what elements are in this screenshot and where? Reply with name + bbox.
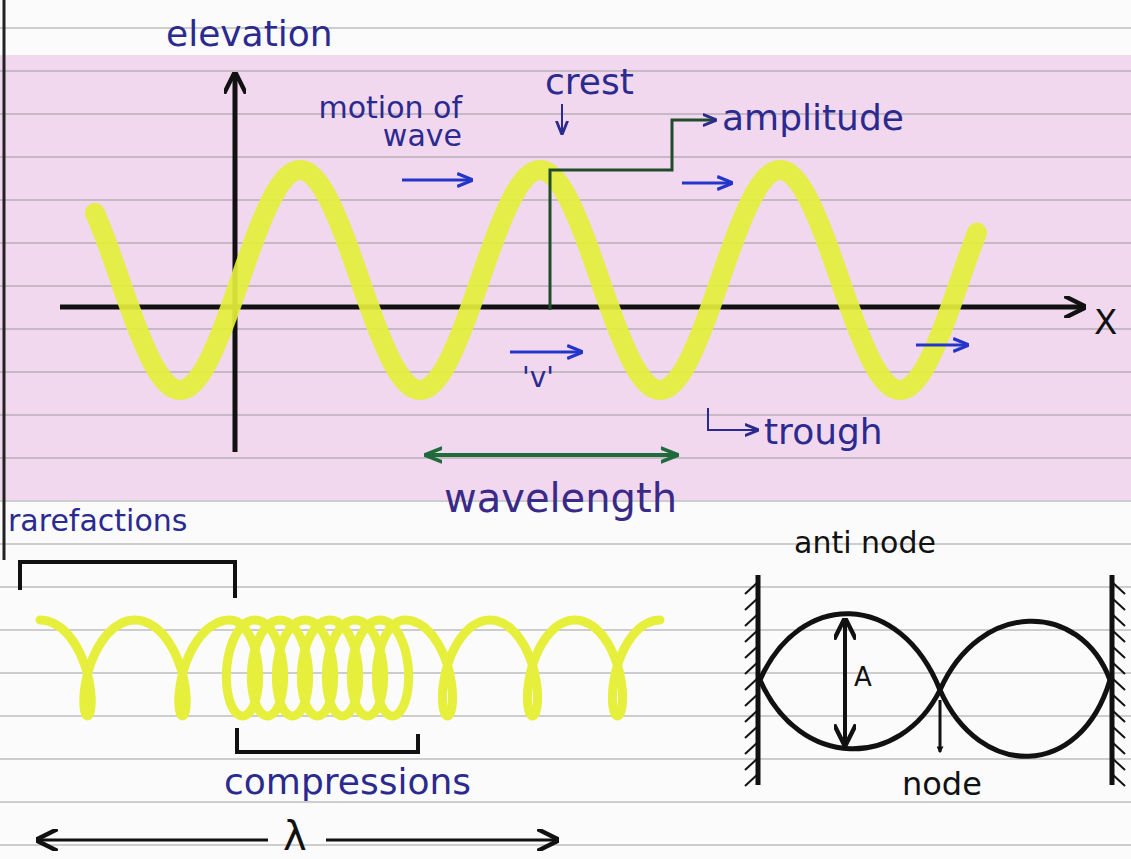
- ruled-line: [0, 242, 1131, 244]
- lambda-symbol: λ: [283, 816, 307, 856]
- ruled-line: [0, 715, 1131, 717]
- trough-pointer: [708, 408, 756, 430]
- compression-label: compressions: [224, 764, 471, 800]
- axis-label: elevation: [166, 16, 333, 52]
- amplitude-symbol: A: [854, 664, 872, 690]
- spring-coil: [40, 620, 660, 716]
- highlight-band: [0, 55, 1131, 500]
- ruled-line: [0, 156, 1131, 158]
- standing-wave: [760, 621, 1110, 749]
- velocity-arrow: [510, 351, 580, 354]
- right-wall: [1112, 575, 1125, 786]
- ruled-line: [0, 672, 1131, 674]
- wavelength-arrow: [428, 453, 675, 457]
- amplitude-label: amplitude: [722, 100, 904, 136]
- trough-label: trough: [764, 414, 883, 450]
- ruled-line: [0, 457, 1131, 459]
- lambda-arrow: [40, 839, 268, 842]
- node-label: node: [902, 768, 982, 800]
- motion-arrow: [682, 182, 730, 185]
- ruled-lines: [0, 28, 1131, 845]
- x-axis: [60, 305, 1082, 310]
- ruled-line: [0, 543, 1131, 545]
- crest-pointer: [561, 104, 563, 132]
- rarefaction-label: rarefactions: [8, 506, 187, 536]
- transverse-wave: [95, 170, 977, 390]
- ruled-line: [0, 629, 1131, 631]
- standing-wave: [760, 614, 1110, 757]
- antinode-label: anti node: [790, 528, 940, 558]
- ruled-line: [0, 328, 1131, 330]
- crest-label: crest: [545, 64, 634, 100]
- ruled-line: [0, 801, 1131, 803]
- rarefaction-bracket: [20, 562, 235, 598]
- compression-bracket: [237, 728, 418, 752]
- amplitude-arrow: [843, 622, 847, 742]
- amplitude-marker: [550, 120, 714, 310]
- page-edge: [3, 0, 6, 560]
- node-pointer: [939, 700, 942, 752]
- ruled-line: [0, 414, 1131, 416]
- left-wall: [745, 575, 758, 786]
- ruled-line: [0, 586, 1131, 588]
- motion-label: motion of wave: [282, 94, 462, 149]
- ruled-line: [0, 844, 1131, 846]
- motion-arrow: [402, 179, 470, 182]
- wavelength-label: wavelength: [444, 478, 677, 518]
- ruled-line: [0, 113, 1131, 115]
- lambda-arrow: [326, 839, 555, 842]
- motion-arrow: [916, 344, 966, 347]
- axis-label: X: [1094, 305, 1117, 339]
- ruled-line: [0, 758, 1131, 760]
- velocity-label: 'v': [522, 364, 554, 392]
